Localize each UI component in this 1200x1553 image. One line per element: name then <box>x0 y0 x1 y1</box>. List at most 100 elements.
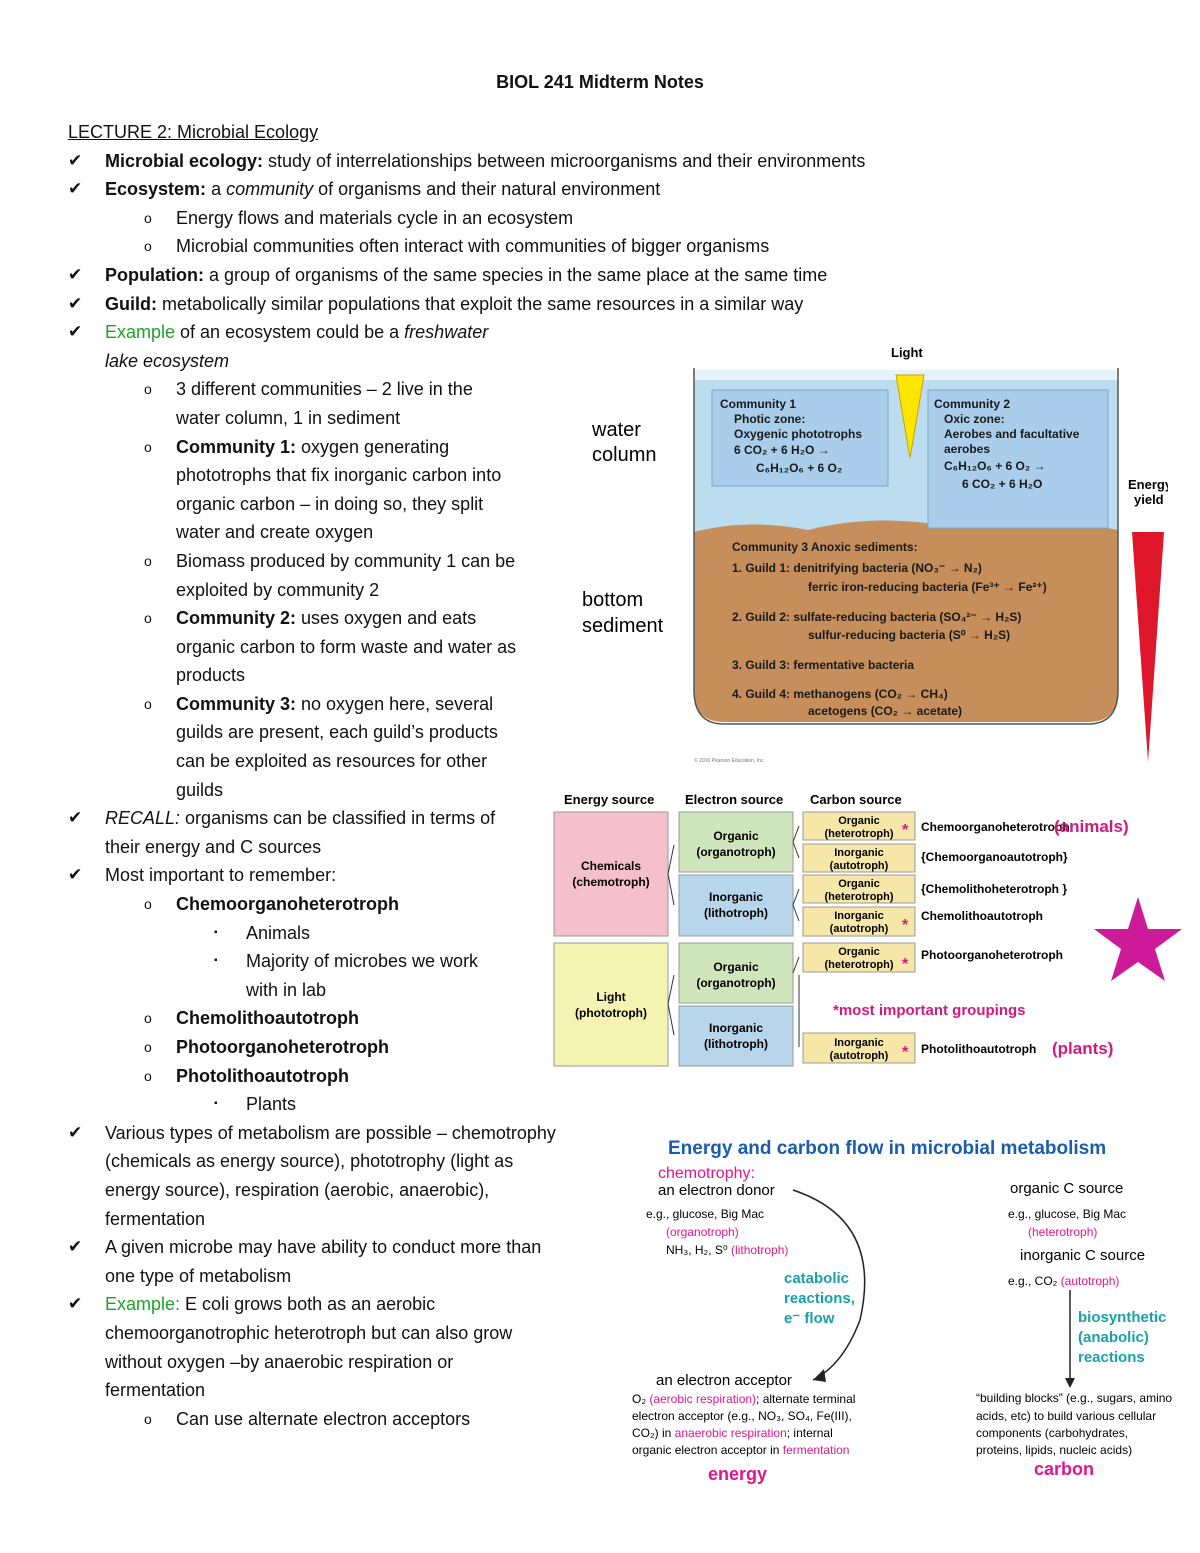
note-text: E coli grows both as an aerobic <box>180 1294 436 1315</box>
svg-text:CO₂) in anaerobic respiration;: CO₂) in anaerobic respiration; internal <box>632 1426 833 1440</box>
term-label: Photoorganoheterotroph <box>176 1037 389 1057</box>
svg-text:e⁻ flow: e⁻ flow <box>784 1310 835 1327</box>
carbon-inorganic-2 <box>802 906 916 937</box>
term-label: Community 1: <box>176 436 297 457</box>
emphasis-text: lake ecosystem <box>105 350 230 371</box>
svg-text:NH₃, H₂, S⁰ (lithotroph): NH₃, H₂, S⁰ (lithotroph) <box>666 1243 788 1257</box>
sub-bullet-icon: o <box>144 1010 152 1027</box>
note-line: ✔Example: E coli grows both as an aerobi… <box>68 1290 948 1319</box>
note-line: their energy and C sources <box>68 833 948 862</box>
svg-text:electron acceptor (e.g., NO₃,: electron acceptor (e.g., NO₃, SO₄, Fe(II… <box>632 1409 852 1423</box>
sub-bullet-icon: o <box>144 1410 152 1427</box>
note-text: water and create oxygen <box>176 522 374 543</box>
note-line: ✔Example of an ecosystem could be a fres… <box>68 318 948 347</box>
svg-text:Chemicals: Chemicals <box>581 859 641 873</box>
c2-line: 6 CO₂ + 6 H₂O <box>962 477 1042 491</box>
energy-yield-label: yield <box>1134 492 1164 507</box>
note-text: Most important to remember: <box>105 865 337 886</box>
lake-ecosystem-figure: Light Community 1 Photic zone: Oxygenic … <box>582 345 1168 764</box>
important-asterisk: * <box>902 956 909 973</box>
light-box <box>553 942 669 1067</box>
result-photolithoautotroph: Photolithoautotroph <box>921 1042 1036 1056</box>
notes-list: ✔ Microbial ecology: study of interrelati… <box>68 147 948 1434</box>
note-text: Animals <box>246 922 311 943</box>
note-line: phototrophs that fix inorganic carbon in… <box>68 461 948 490</box>
note-line: (chemicals as energy source), phototroph… <box>68 1147 948 1176</box>
catabolic-arrow <box>792 1189 866 1381</box>
note-line: o Photoorganoheterotroph <box>68 1033 948 1062</box>
c1-line: C₆H₁₂O₆ + 6 O₂ <box>756 461 842 475</box>
term-label: Population: <box>105 264 204 285</box>
c3-line: ferric iron-reducing bacteria (Fe³⁺ → Fe… <box>808 580 1047 594</box>
note-text: Majority of microbes we work <box>246 951 479 972</box>
note-line: fermentation <box>68 1205 948 1234</box>
c2-line: Aerobes and facultative <box>944 427 1080 441</box>
lithotroph-box-2 <box>678 1005 794 1067</box>
svg-text:“building blocks” (e.g., sugar: “building blocks” (e.g., sugars, amino <box>976 1391 1172 1405</box>
check-bullet-icon: ✔ <box>68 1294 83 1314</box>
svg-text:Organic: Organic <box>838 878 880 890</box>
check-bullet-icon: ✔ <box>68 1237 83 1257</box>
note-line: organic carbon to form waste and water a… <box>68 633 948 662</box>
community-2-box <box>927 389 1109 529</box>
lecture-heading: LECTURE 2: Microbial Ecology <box>68 122 319 142</box>
svg-text:biosynthetic: biosynthetic <box>1078 1309 1166 1326</box>
sub-bullet-icon: o <box>144 695 152 712</box>
emphasis-text: freshwater <box>404 322 489 343</box>
note-text: organisms can be classified in terms of <box>180 808 496 829</box>
chemicals-box <box>553 811 669 937</box>
note-text: organic carbon – in doing so, they split <box>176 493 484 514</box>
carbon-inorganic-3 <box>802 1032 916 1064</box>
note-line: ▪Plants <box>68 1090 948 1119</box>
note-text: energy source), respiration (aerobic, an… <box>105 1179 490 1200</box>
svg-text:(autotroph): (autotroph) <box>830 860 889 872</box>
lake-container <box>693 368 1119 725</box>
page-title: BIOL 241 Midterm Notes <box>496 72 704 92</box>
energy-source-header: Energy source <box>564 792 654 807</box>
c3-line: sulfur-reducing bacteria (S⁰ → H₂S) <box>808 628 1010 642</box>
svg-text:(organotroph): (organotroph) <box>696 845 775 859</box>
svg-text:Organic: Organic <box>838 946 880 958</box>
svg-text:acids, etc) to build various c: acids, etc) to build various cellular <box>976 1409 1156 1423</box>
note-text: exploited by community 2 <box>176 579 380 600</box>
svg-text:Organic: Organic <box>713 960 759 974</box>
sub-bullet-icon: o <box>144 1039 152 1055</box>
svg-text:(heterotroph): (heterotroph) <box>824 828 893 840</box>
svg-text:(lithotroph): (lithotroph) <box>704 906 768 920</box>
svg-text:(phototroph): (phototroph) <box>575 1006 647 1020</box>
term-label: Microbial ecology: <box>105 150 264 171</box>
check-bullet-icon: ✔ <box>68 264 83 284</box>
animals-label: (animals) <box>1054 817 1129 836</box>
sub-bullet-icon: o <box>144 438 152 455</box>
note-line: guilds <box>68 776 948 805</box>
result-chemoorganoautotroph: {Chemoorganoautotroph} <box>921 850 1068 864</box>
check-bullet-icon: ✔ <box>68 808 83 828</box>
sub-bullet-icon: o <box>144 381 152 398</box>
svg-text:catabolic: catabolic <box>784 1270 849 1287</box>
svg-text:(heterotroph): (heterotroph) <box>824 959 893 971</box>
note-text: A given microbe may have ability to cond… <box>105 1237 542 1258</box>
note-text: (chemicals as energy source), phototroph… <box>105 1151 514 1172</box>
note-line: guilds are present, each guild’s product… <box>68 718 948 747</box>
water-column-label: water <box>591 419 641 441</box>
c2-line: Oxic zone: <box>944 412 1005 426</box>
term-label: Chemoorganoheterotroph <box>176 894 399 915</box>
note-text: water column, 1 in sediment <box>176 407 401 428</box>
check-bullet-icon: ✔ <box>68 293 83 313</box>
note-line: organic carbon – in doing so, they split <box>68 490 948 519</box>
note-text: study of interrelationships between micr… <box>263 150 866 171</box>
sub-bullet-icon: o <box>144 610 152 627</box>
lithotroph-box-1 <box>678 874 794 937</box>
svg-text:Inorganic: Inorganic <box>709 890 763 904</box>
square-bullet-icon: ▪ <box>214 926 218 938</box>
note-line: ✔Microbial ecology: study of interrelati… <box>68 147 948 176</box>
note-text: guilds are present, each guild’s product… <box>176 722 498 743</box>
note-text: guilds <box>176 779 224 800</box>
c3-line: acetogens (CO₂ → acetate) <box>808 704 962 718</box>
energy-yield-arrow <box>1132 532 1164 762</box>
note-text: without oxygen –by anaerobic respiration… <box>105 1351 454 1372</box>
bottom-sediment-label: sediment <box>582 615 664 637</box>
